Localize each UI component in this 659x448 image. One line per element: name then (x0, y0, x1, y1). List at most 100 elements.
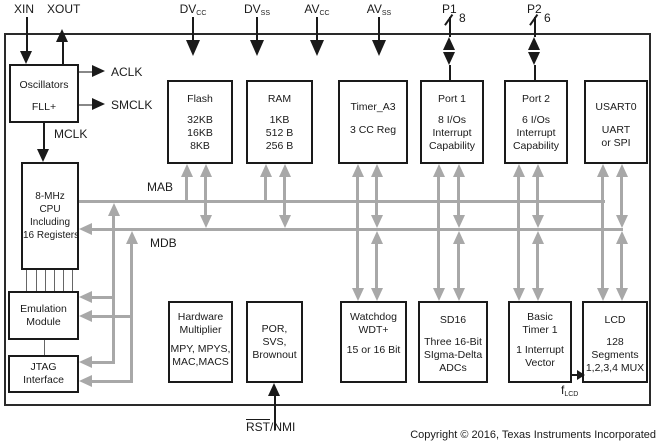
bus-connector (92, 315, 133, 318)
bus-arrow-up-icon (371, 164, 383, 177)
bus-arrow-down-icon (513, 288, 525, 301)
xin-pin-label: XIN (14, 2, 35, 16)
avcc-wire (316, 17, 318, 40)
mdb-arrow-left-icon (79, 223, 92, 235)
bus-connector (437, 177, 440, 288)
dvcc-wire (192, 17, 194, 40)
mab-label: MAB (147, 180, 174, 194)
mclk-label: MCLK (54, 127, 88, 141)
bus-arrow-up-icon (513, 164, 525, 177)
bus-connector (536, 244, 539, 288)
dvss-pin-label: DVSS (243, 2, 270, 17)
p2-bus-width: 6 (544, 11, 551, 25)
avss-wire (378, 17, 380, 40)
bus-connector (620, 177, 623, 215)
smclk-wire (79, 104, 92, 106)
bus-arrow-up-icon (616, 164, 628, 177)
bus-arrow-left-icon (79, 375, 92, 387)
sd16-block: SD16 Three 16-Bit SIgma-Delta ADCs (418, 301, 488, 383)
bus-connector (536, 177, 539, 215)
cpu-emulation-link (36, 270, 37, 291)
bus-arrow-down-icon (616, 288, 628, 301)
bus-connector (601, 177, 604, 288)
xout-arrow-up-icon (56, 29, 68, 42)
bus-arrow-down-icon (200, 215, 212, 228)
xout-pin-label: XOUT (47, 2, 81, 16)
device-border (4, 33, 651, 406)
bus-arrow-left-icon (79, 291, 92, 303)
cpu-emulation-link (63, 270, 64, 291)
dvcc-pin-label: DVCC (179, 2, 207, 17)
aclk-wire (79, 71, 92, 73)
bus-connector (457, 244, 460, 288)
p2-arrow-up-icon (528, 37, 540, 50)
bus-connector (620, 244, 623, 288)
bus-arrow-up-icon (260, 164, 272, 177)
cpu-emulation-link (54, 270, 55, 291)
xout-wire (62, 42, 64, 64)
bus-arrow-up-icon (126, 231, 138, 244)
flcd-arrow-right-icon (577, 370, 585, 380)
p2-wire (534, 65, 536, 80)
avcc-arrow-down-icon (310, 40, 324, 56)
bus-connector (375, 177, 378, 215)
p1-pin-label: P1 (442, 2, 457, 16)
bus-arrow-up-icon (433, 164, 445, 177)
cpu-emulation-link (26, 270, 27, 291)
bus-arrow-down-icon (532, 288, 544, 301)
hardware-multiplier-block: Hardware Multiplier MPY, MPYS, MAC,MACS (168, 301, 233, 383)
aclk-arrow-right-icon (92, 65, 105, 77)
rst-arrow-up-icon (268, 383, 280, 396)
bus-arrow-up-icon (597, 164, 609, 177)
bus-connector (92, 361, 115, 364)
cpu-emulation-link (72, 270, 73, 291)
watchdog-block: Watchdog WDT+ 15 or 16 Bit (340, 301, 407, 383)
cpu-emulation-link (45, 270, 46, 291)
bus-connector (264, 177, 267, 200)
lcd-block: LCD 128 Segments 1,2,3,4 MUX (582, 301, 648, 383)
mclk-arrow-down-icon (37, 149, 49, 162)
bus-connector (517, 177, 520, 288)
p2-wire (534, 17, 536, 37)
usart0-block: USART0 UART or SPI (584, 80, 648, 164)
bus-arrow-left-icon (79, 310, 92, 322)
bus-arrow-up-icon (453, 164, 465, 177)
bus-connector (92, 296, 115, 299)
flash-block: Flash 32KB 16KB 8KB (167, 80, 233, 164)
ram-block: RAM 1KB 512 B 256 B (246, 80, 313, 164)
xin-arrow-down-icon (20, 51, 32, 64)
port1-block: Port 1 8 I/Os Interrupt Capability (420, 80, 484, 164)
bus-arrow-up-icon (532, 164, 544, 177)
dvss-wire (256, 17, 258, 40)
p1-arrow-down-icon (443, 52, 455, 65)
p1-wire (449, 17, 451, 37)
dvcc-arrow-down-icon (186, 40, 200, 56)
bus-arrow-up-icon (108, 203, 120, 216)
oscillators-detail: FLL+ (31, 101, 57, 113)
por-svs-brownout-block: POR, SVS, Brownout (246, 301, 303, 383)
bus-arrow-up-icon (279, 164, 291, 177)
bus-arrow-up-icon (616, 231, 628, 244)
p1-bus-width: 8 (459, 11, 466, 25)
emulation-jtag-link (44, 340, 45, 355)
oscillators-title: Oscillators (19, 79, 69, 91)
bus-connector (356, 177, 359, 288)
bus-arrow-down-icon (597, 288, 609, 301)
jtag-interface-block: JTAG Interface (8, 355, 79, 393)
rst-wire (274, 396, 276, 430)
emulation-module-block: Emulation Module (8, 291, 79, 340)
p2-pin-label: P2 (527, 2, 542, 16)
bus-arrow-left-icon (79, 356, 92, 368)
bus-connector (92, 380, 133, 383)
bus-arrow-down-icon (532, 215, 544, 228)
bus-arrow-up-icon (371, 231, 383, 244)
oscillators-block: Oscillators FLL+ (9, 64, 79, 123)
mdb-label: MDB (150, 236, 177, 250)
bus-connector (204, 177, 207, 215)
port2-block: Port 2 6 I/Os Interrupt Capability (504, 80, 568, 164)
flcd-label: fLCD (561, 383, 579, 398)
mclk-wire (43, 123, 45, 149)
timer-a3-block: Timer_A3 3 CC Reg (338, 80, 408, 164)
bus-connector (185, 177, 188, 200)
